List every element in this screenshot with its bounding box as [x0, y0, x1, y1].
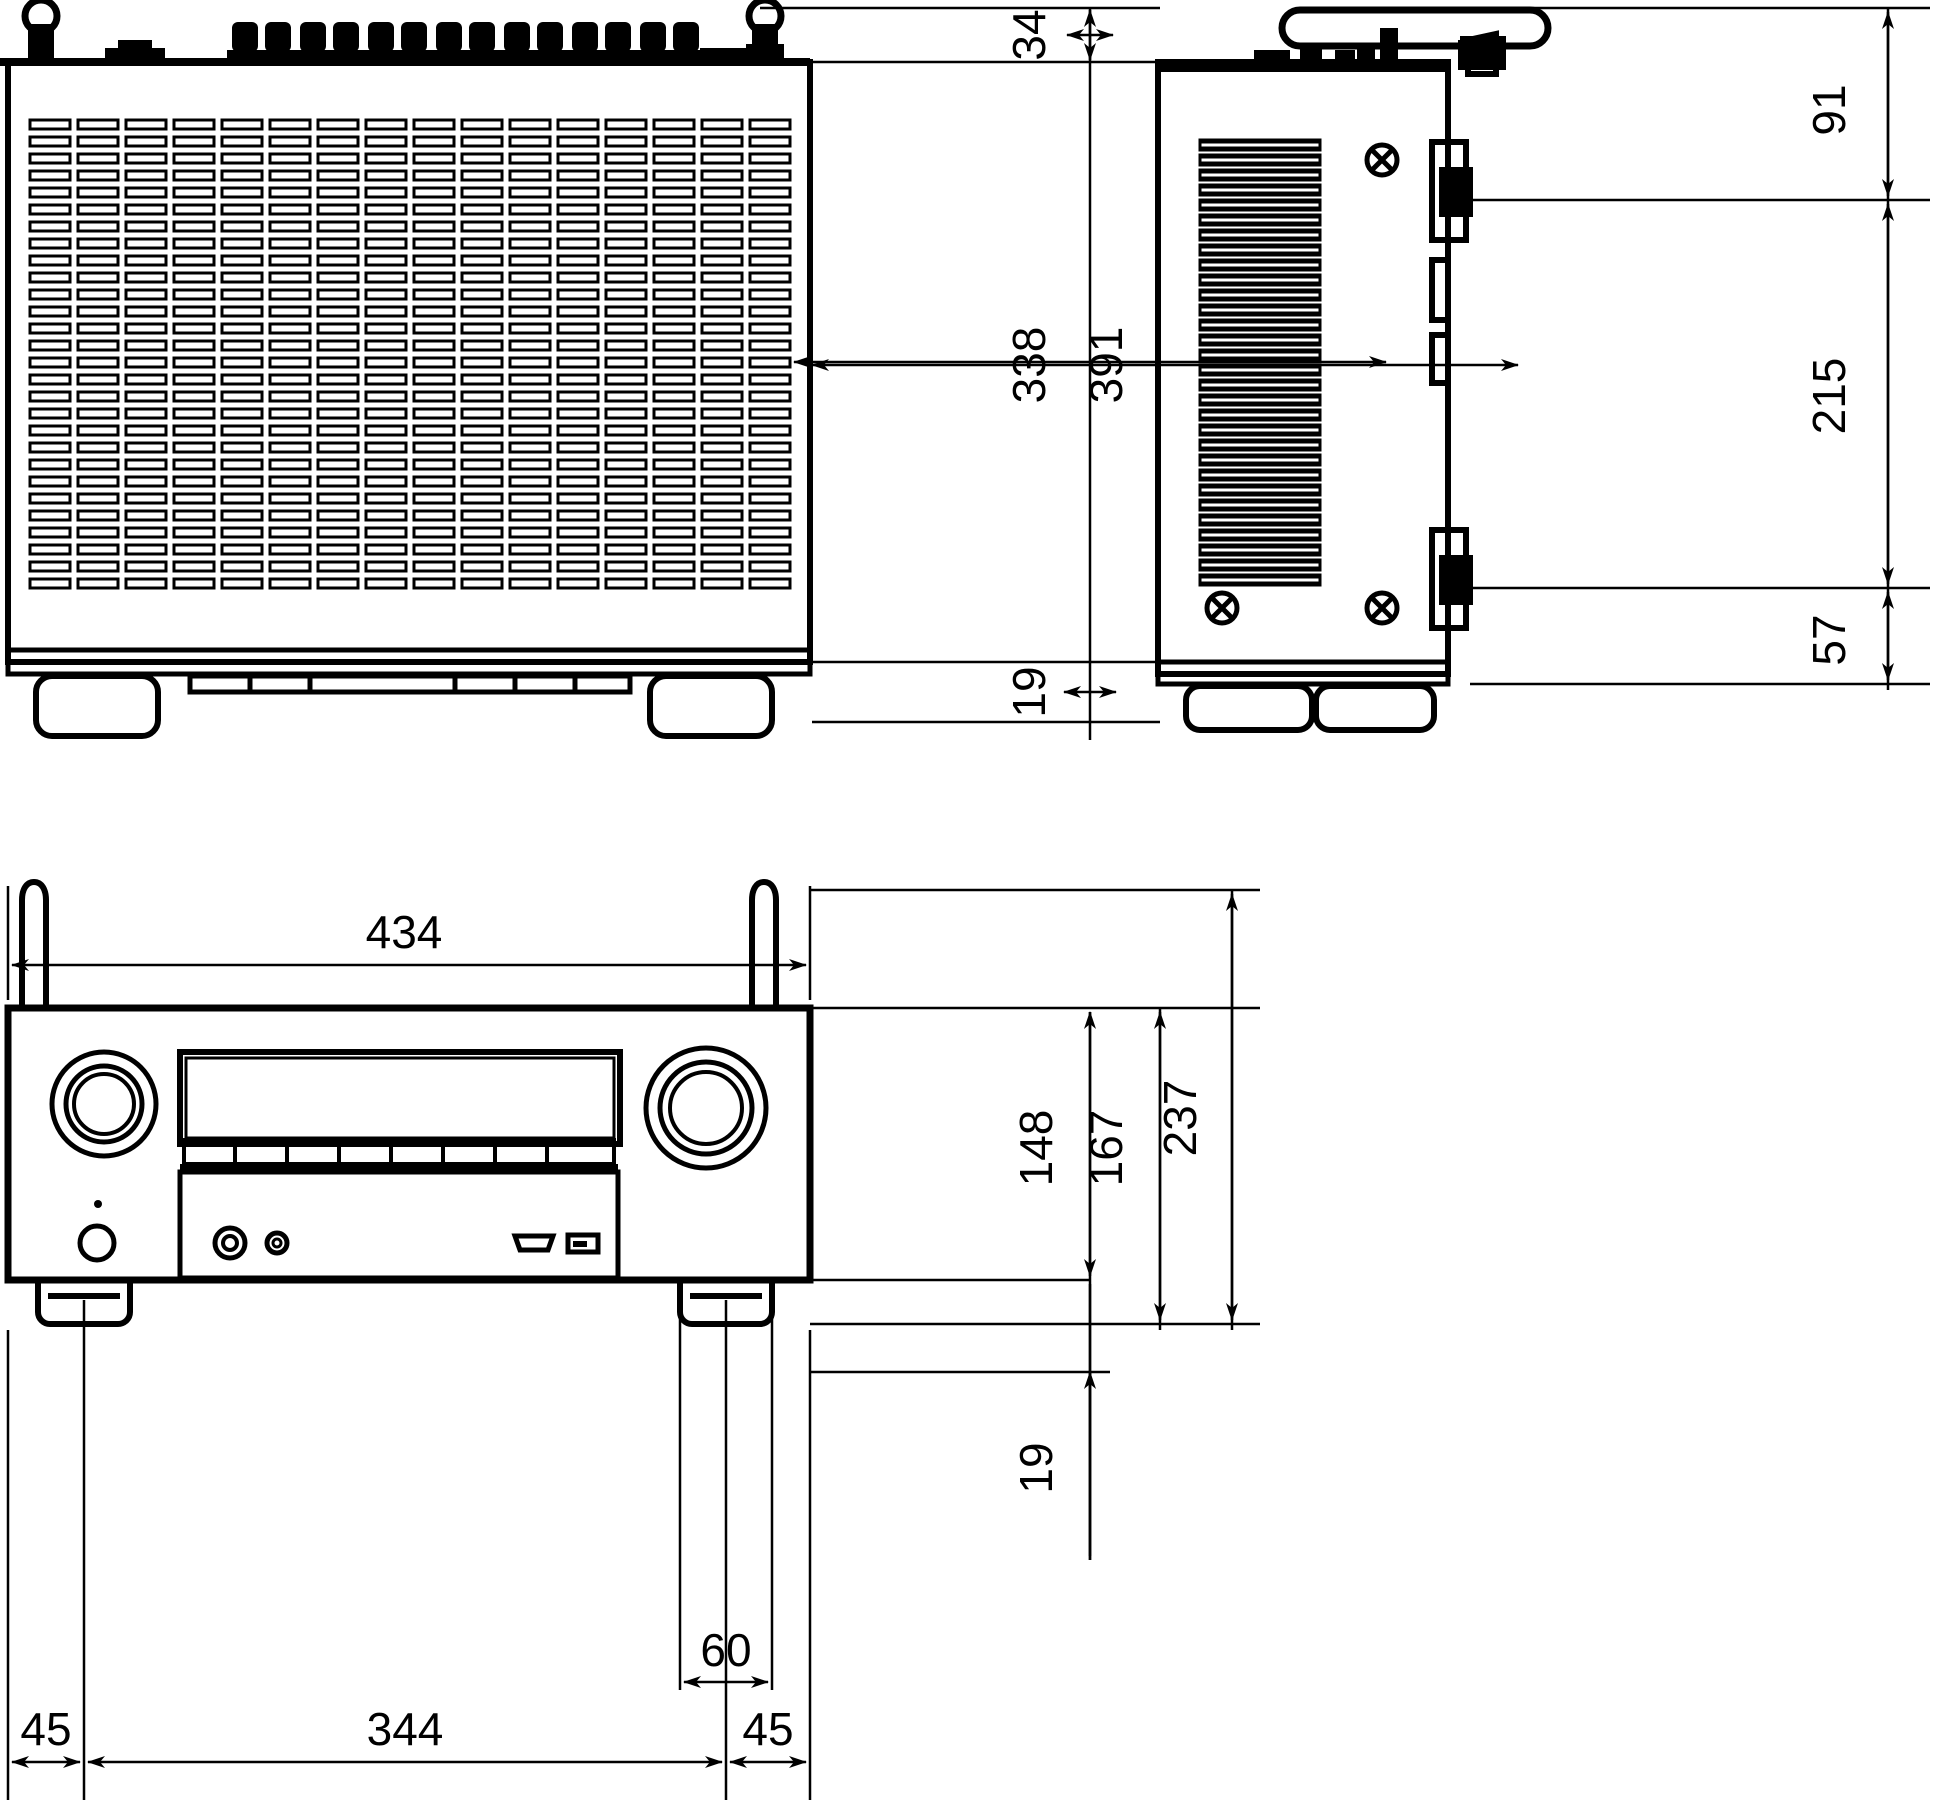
- dimension-label-side-91: 91: [1803, 84, 1855, 135]
- front-view-setup-mic-jack: [264, 1230, 290, 1256]
- top-view-feet: [33, 673, 775, 739]
- side-view-feet: [1183, 683, 1437, 733]
- dimension-label-front-167: 167: [1080, 1110, 1132, 1187]
- side-view-screw-bottom-right: [1364, 590, 1400, 626]
- top-view: 34 338 391 19: [0, 0, 1519, 740]
- front-view-display-panel: [177, 1049, 623, 1147]
- dimension-label-front-434: 434: [366, 906, 443, 958]
- front-view-button-row: [180, 1138, 618, 1172]
- dimension-label-side-215: 215: [1803, 358, 1855, 435]
- front-view-status-led: [94, 1200, 102, 1208]
- front-view-usb-port: [565, 1232, 601, 1255]
- front-view-knob-right: [643, 1045, 769, 1171]
- dimension-label-front-148: 148: [1010, 1110, 1062, 1187]
- top-view-bottom-detail: [187, 673, 633, 695]
- front-view-lower-bezel: [177, 1169, 621, 1281]
- dimension-label-front-60: 60: [700, 1624, 751, 1676]
- dimension-label-top-34: 34: [1003, 9, 1055, 60]
- dimension-label-front-237: 237: [1154, 1080, 1206, 1157]
- front-view-dimensions: [6, 886, 1260, 1560]
- side-view-screw-bottom-left: [1204, 590, 1240, 626]
- side-view-antenna: [1278, 6, 1552, 77]
- front-view-hdmi-port: [511, 1233, 557, 1253]
- front-view-knob-left: [49, 1049, 159, 1159]
- side-view-dimensions: [1470, 6, 1930, 690]
- side-view-rear-connector-blocks: [1429, 139, 1473, 631]
- dimension-label-top-391: 391: [1080, 327, 1132, 404]
- dimension-label-side-57: 57: [1803, 614, 1855, 665]
- connector-pair-group: [227, 22, 704, 64]
- dimension-label-front-45-left: 45: [20, 1703, 71, 1755]
- side-view: 91 215 57: [1155, 6, 1930, 733]
- front-view: 434 148 167 237 19 45 344 45 60: [4, 878, 1260, 1800]
- dimension-label-front-344: 344: [367, 1703, 444, 1755]
- front-view-power-button: [77, 1223, 117, 1263]
- top-view-dimensions: [760, 6, 1519, 740]
- front-view-bottom-dimensions: [6, 1296, 812, 1800]
- dimension-label-front-19: 19: [1010, 1442, 1062, 1493]
- dimension-label-top-338: 338: [1003, 327, 1055, 404]
- front-view-headphone-jack: [212, 1225, 248, 1261]
- dimension-label-front-45-right: 45: [742, 1703, 793, 1755]
- dimension-label-top-19: 19: [1003, 666, 1055, 717]
- side-view-screw-top: [1364, 142, 1400, 178]
